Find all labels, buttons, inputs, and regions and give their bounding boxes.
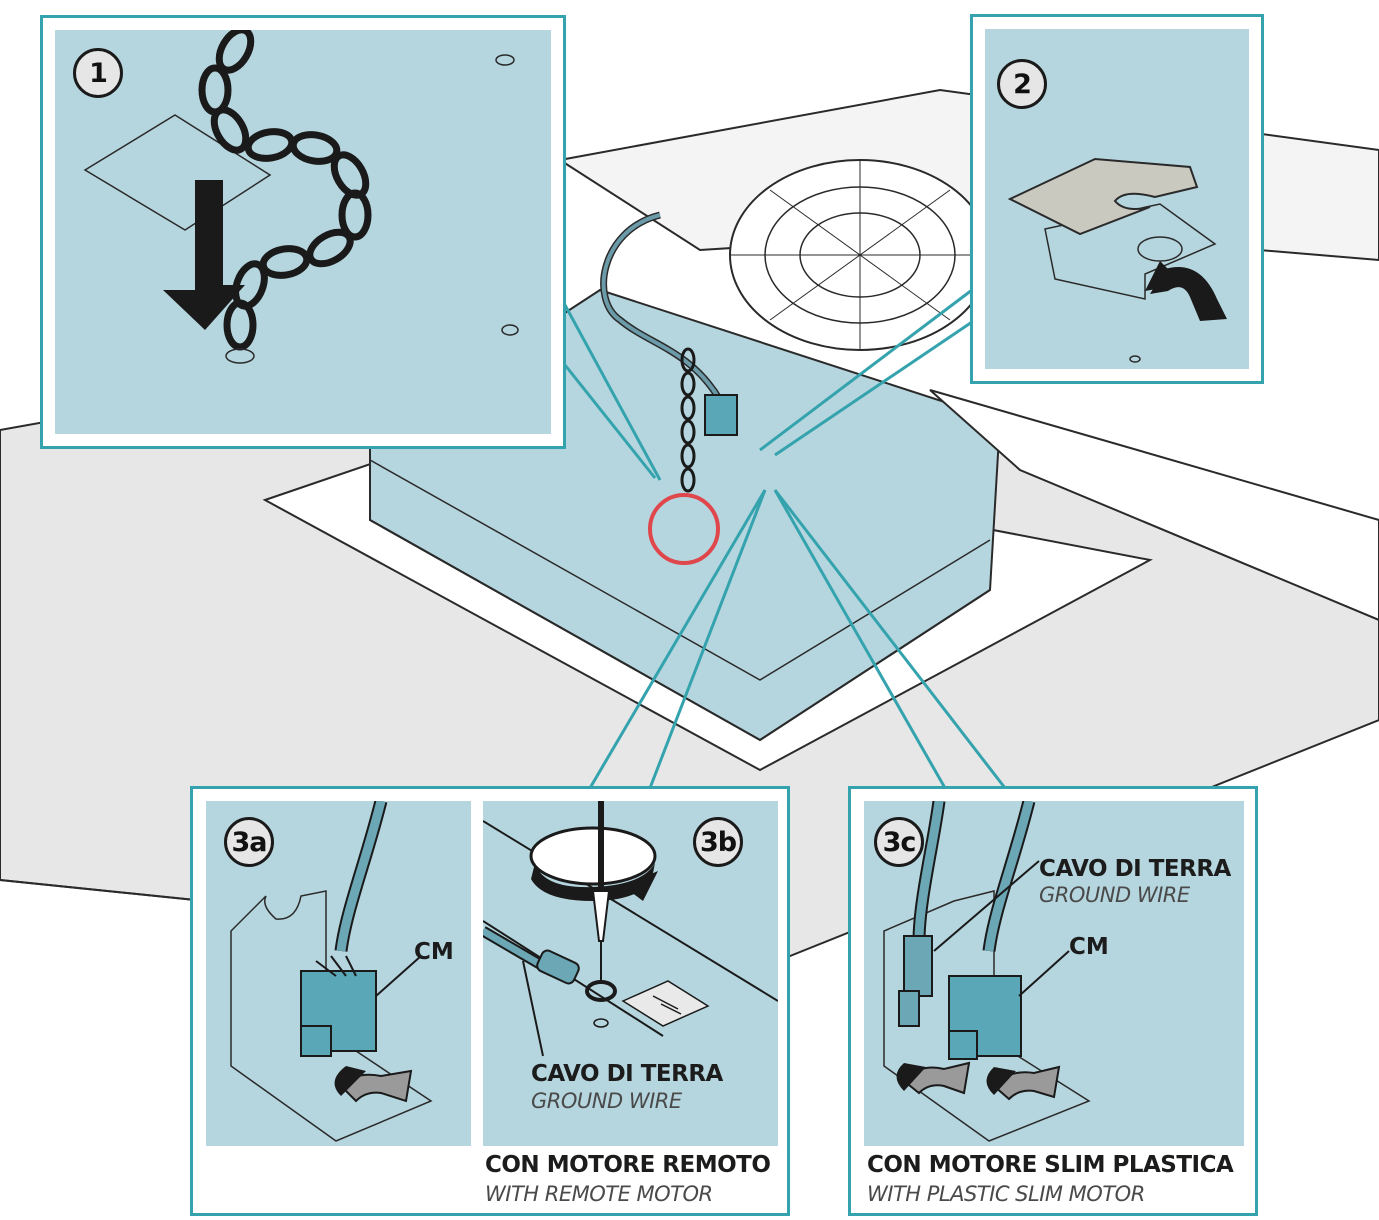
rotate-arrow-icon xyxy=(529,826,658,901)
connector-icon xyxy=(300,955,377,1057)
connector-label: CM xyxy=(414,939,454,965)
step-badge: 3b xyxy=(693,817,743,867)
screwdriver-icon xyxy=(591,801,611,981)
remote-motor-caption-en: WITH REMOTE MOTOR xyxy=(485,1182,713,1206)
ground-symbol-icon xyxy=(621,980,710,1027)
step-3c-panel: 3c CAVO DI TERRA GROUND WIRE CM CON MOTO… xyxy=(848,786,1258,1216)
step-badge: 1 xyxy=(73,48,123,98)
step-3b-inset: 3b CAVO DI TERRA GROUND WIRE xyxy=(483,801,778,1146)
step-3ab-panel: 3a CM xyxy=(190,786,790,1216)
down-arrow-icon xyxy=(163,180,245,330)
ground-wire-label-en: GROUND WIRE xyxy=(1039,883,1190,907)
slim-motor-caption-en: WITH PLASTIC SLIM MOTOR xyxy=(867,1182,1145,1206)
remote-motor-caption: CON MOTORE REMOTO xyxy=(485,1152,771,1178)
step-2-panel: 2 xyxy=(970,14,1264,384)
step-3c-inset: 3c CAVO DI TERRA GROUND WIRE CM xyxy=(864,801,1244,1146)
step-badge: 3a xyxy=(224,817,274,867)
ground-wire-label: CAVO DI TERRA xyxy=(531,1061,723,1087)
step-1-panel: 1 xyxy=(40,15,566,449)
chain-icon xyxy=(198,30,372,351)
connector-label: CM xyxy=(1069,934,1109,960)
curved-arrow-icon xyxy=(334,1066,413,1103)
slim-motor-caption: CON MOTORE SLIM PLASTICA xyxy=(867,1152,1234,1178)
ground-wire-label-en: GROUND WIRE xyxy=(531,1089,682,1113)
ground-wire-label: CAVO DI TERRA xyxy=(1039,856,1231,882)
fan-wheel xyxy=(729,159,991,351)
step-badge: 2 xyxy=(997,59,1047,109)
curved-arrow-icon xyxy=(1145,261,1227,321)
curved-arrow-icon xyxy=(896,1061,1061,1101)
step-badge: 3c xyxy=(874,817,924,867)
step-3a-inset: 3a CM xyxy=(206,801,471,1146)
chain-icon xyxy=(680,347,696,493)
connector-icon xyxy=(898,935,1022,1060)
highlight-circle xyxy=(648,493,720,565)
